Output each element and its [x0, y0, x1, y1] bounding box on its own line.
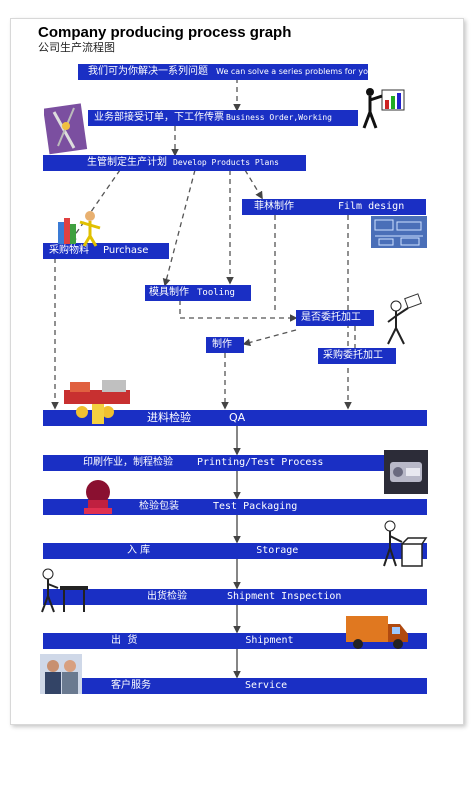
step-outsource-question-cn: 是否委托加工 — [301, 312, 361, 323]
step-film-cn: 菲林制作 — [254, 201, 294, 212]
factory-machine-illustration — [64, 380, 130, 424]
step-storage-en: Storage — [256, 545, 299, 556]
step-make: 制作 — [206, 337, 244, 353]
arrow-plan-purchase — [69, 169, 121, 244]
step-plan: 生管制定生产计划 Develop Products Plans — [43, 155, 306, 171]
inspector-illustration — [41, 568, 88, 613]
arrow-outsource-make — [242, 329, 297, 347]
step-tooling-en: Tooling — [197, 288, 235, 298]
page-title: Company producing process graph — [38, 24, 292, 41]
step-order-cn: 业务部接受订单，下工作传票 — [94, 112, 224, 123]
step-printing: 印刷作业，制程检验 Printing/Test Process — [43, 455, 427, 471]
printing-machine-illustration — [384, 450, 428, 494]
step-outsource-question: 是否委托加工 — [296, 310, 374, 326]
stamp-illustration — [84, 480, 112, 514]
pointing-man-illustration — [387, 293, 422, 345]
step-outsource-cn: 采购委托加工 — [323, 350, 383, 361]
step-qa: 进料检验 QA — [43, 410, 427, 426]
step-service-cn: 客户服务 — [111, 680, 151, 691]
delivery-truck-illustration — [346, 616, 408, 649]
step-film-en: Film design — [338, 201, 405, 212]
box-storage-illustration — [383, 520, 428, 567]
step-intro-en: We can solve a series problems for you. — [216, 67, 368, 76]
worker-illustration — [58, 211, 101, 247]
step-intro: 我们可为你解决一系列问题 We can solve a series probl… — [78, 64, 368, 80]
step-order-en: Business Order,Working — [226, 113, 332, 122]
step-purchase: 采购物料 Purchase — [43, 243, 169, 259]
step-plan-cn: 生管制定生产计划 — [87, 157, 167, 168]
step-storage-cn: 入 库 — [127, 545, 151, 556]
step-purchase-en: Purchase — [103, 245, 149, 256]
step-inspection-cn: 出货检验 — [147, 591, 187, 602]
step-make-cn: 制作 — [212, 339, 232, 350]
step-shipment: 出 货 Shipment — [43, 633, 427, 649]
step-printing-cn: 印刷作业，制程检验 — [83, 457, 173, 468]
step-qa-cn: 进料检验 — [147, 411, 191, 424]
step-intro-cn: 我们可为你解决一系列问题 — [88, 66, 208, 77]
step-shipment-en: Shipment — [245, 635, 294, 646]
step-storage: 入 库 Storage — [43, 543, 427, 559]
step-purchase-cn: 采购物料 — [49, 245, 89, 256]
presenter-chart-illustration — [362, 88, 405, 129]
step-outsource: 采购委托加工 — [318, 348, 396, 364]
step-qa-en: QA — [229, 411, 246, 424]
customer-service-photo — [40, 654, 82, 694]
page-subtitle: 公司生产流程图 — [38, 41, 115, 54]
step-plan-en: Develop Products Plans — [173, 158, 279, 167]
arrow-plan-tooling — [162, 169, 196, 287]
step-packaging-en: Test Packaging — [213, 501, 298, 512]
film-blueprint-illustration — [371, 216, 427, 248]
step-inspection-en: Shipment Inspection — [227, 591, 342, 602]
arrow-plan-film — [244, 169, 263, 200]
step-tooling: 模具制作 Tooling — [145, 285, 251, 301]
step-printing-en: Printing/Test Process — [197, 457, 324, 468]
step-inspection: 出货检验 Shipment Inspection — [43, 589, 427, 605]
step-service-en: Service — [245, 680, 288, 691]
compass-illustration — [44, 103, 88, 155]
step-packaging-cn: 检验包装 — [139, 501, 179, 512]
step-film: 菲林制作 Film design — [242, 199, 426, 215]
step-packaging: 检验包装 Test Packaging — [43, 499, 427, 515]
step-service: 客户服务 Service — [43, 678, 427, 694]
step-shipment-cn: 出 货 — [111, 635, 138, 646]
step-tooling-cn: 模具制作 — [149, 287, 189, 298]
step-order: 业务部接受订单，下工作传票 Business Order,Working — [88, 110, 358, 126]
